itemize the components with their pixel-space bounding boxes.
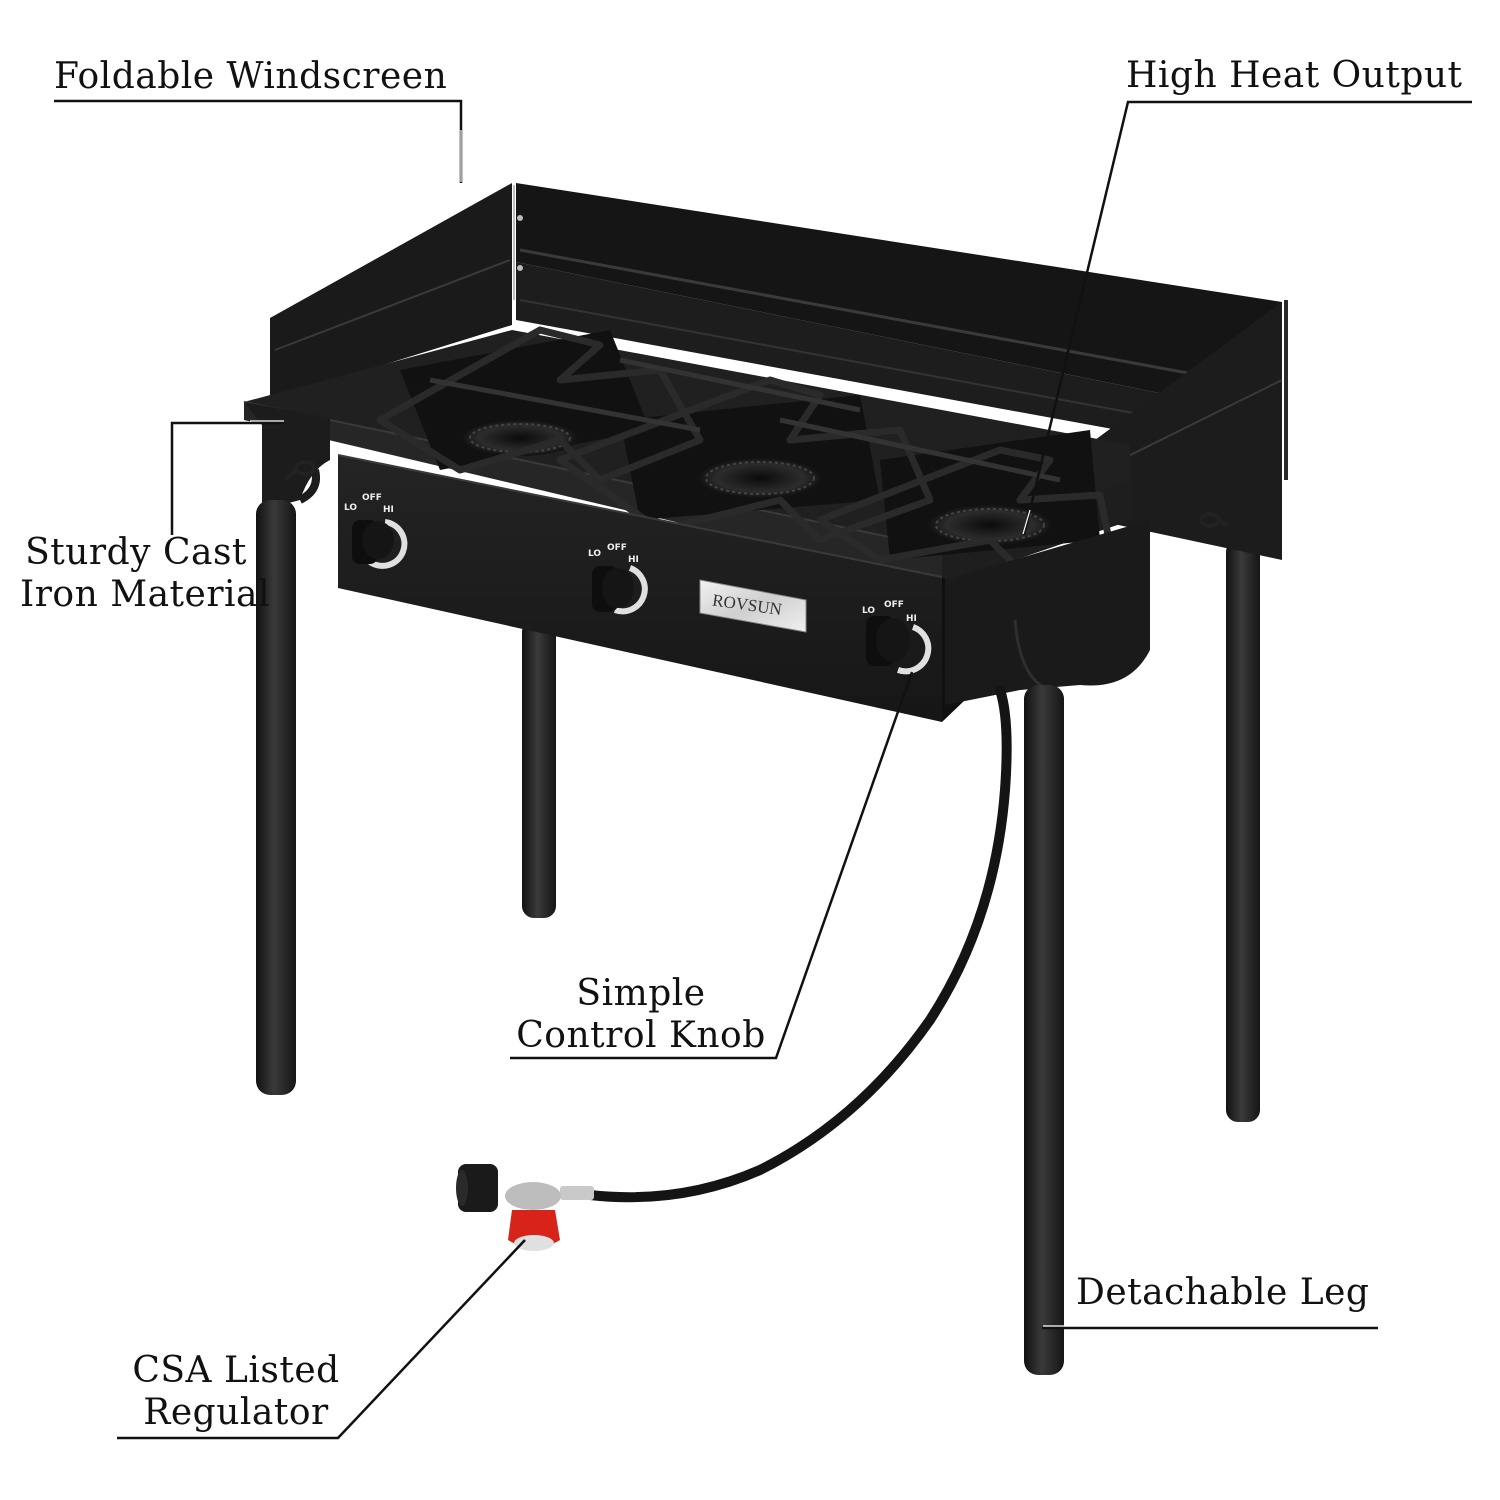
burner-1: [462, 420, 578, 456]
front-left-leg: [256, 469, 320, 1095]
back-left-leg: [522, 620, 556, 918]
windscreen: [270, 183, 1288, 560]
callout-text-line-2: Regulator: [143, 1392, 329, 1433]
control-knob-1: LO OFF HI: [344, 493, 408, 569]
control-knob-3: LO OFF HI: [862, 600, 932, 675]
svg-text:LO: LO: [862, 606, 875, 616]
callout-text: Detachable Leg: [1076, 1272, 1370, 1313]
svg-text:HI: HI: [383, 505, 394, 515]
svg-text:OFF: OFF: [362, 493, 382, 503]
callout-high-heat-output: High Heat Output: [1126, 55, 1463, 97]
regulator: [456, 1164, 594, 1251]
callout-lines: [54, 99, 1472, 1440]
leader-knob: [510, 671, 914, 1060]
svg-text:OFF: OFF: [607, 543, 627, 553]
leader-windscreen: [54, 99, 463, 183]
leader-material: [170, 421, 284, 535]
callout-csa-listed-regulator: CSA Listed Regulator: [120, 1350, 352, 1434]
svg-text:HI: HI: [906, 614, 917, 624]
leader-heat: [1022, 100, 1472, 536]
svg-text:HI: HI: [628, 555, 639, 565]
callout-text-line-1: Simple: [576, 973, 706, 1014]
leg-hooks: [283, 460, 1230, 528]
back-right-leg: [1226, 540, 1260, 1122]
callout-text: High Heat Output: [1126, 55, 1463, 96]
brand-plate: ROVSUN: [699, 579, 807, 633]
front-right-leg: [1024, 685, 1064, 1375]
control-knob-2: LO OFF HI: [588, 543, 648, 615]
callout-foldable-windscreen: Foldable Windscreen: [54, 56, 447, 98]
leader-regulator: [117, 1239, 526, 1440]
callout-text: Foldable Windscreen: [54, 56, 448, 97]
svg-text:OFF: OFF: [884, 600, 904, 610]
callout-text-line-1: CSA Listed: [132, 1350, 340, 1391]
callout-line-highlights: [250, 130, 1064, 1327]
callout-text-line-2: Iron Material: [20, 574, 271, 615]
frame-corner-left: [244, 402, 330, 510]
callout-sturdy-cast-iron: Sturdy Cast Iron Material: [20, 532, 271, 616]
callout-text-line-1: Sturdy Cast: [25, 532, 247, 573]
svg-text:LO: LO: [588, 549, 601, 559]
burner-2: [698, 458, 822, 498]
callout-text-line-2: Control Knob: [516, 1015, 766, 1056]
gas-hose: [585, 685, 1012, 1203]
cooking-grates: [376, 326, 1114, 574]
burner-3: [928, 505, 1052, 545]
callout-simple-control-knob: Simple Control Knob: [508, 973, 774, 1057]
svg-text:LO: LO: [344, 503, 357, 513]
callout-detachable-leg: Detachable Leg: [1076, 1272, 1369, 1314]
